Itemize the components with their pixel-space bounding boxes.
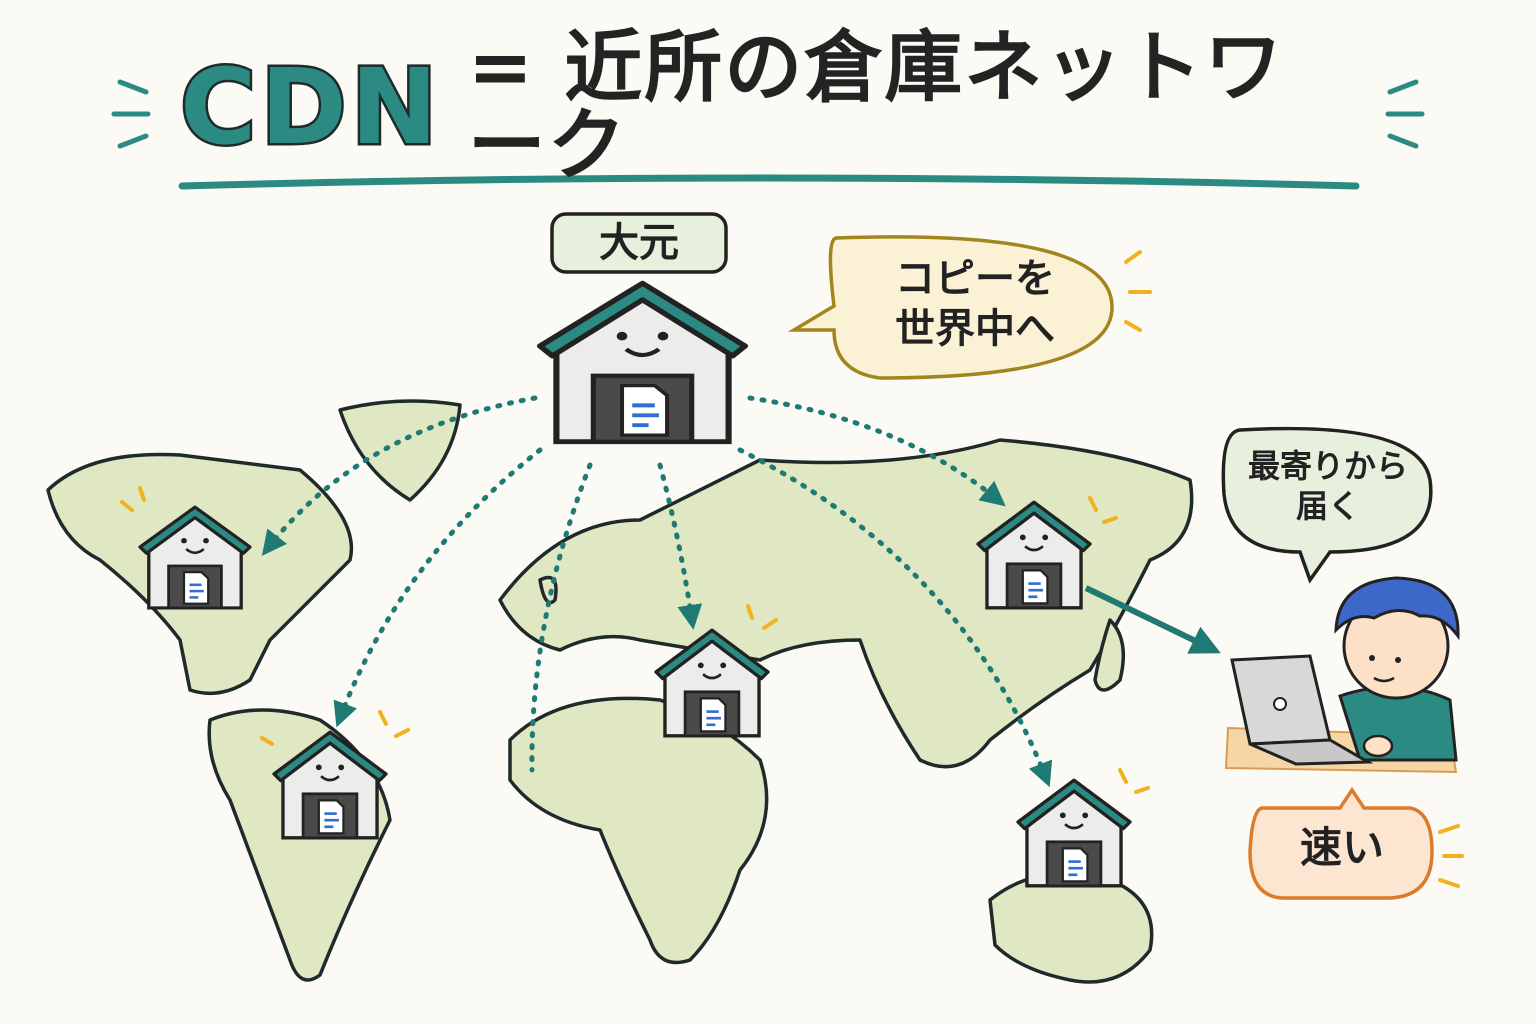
fast-bubble-text: 速い [1256,822,1428,875]
copy-bubble-text: コピーを 世界中へ [850,254,1100,354]
africa [510,698,767,962]
australia [990,873,1152,982]
nearest-bubble-text: 最寄りから 届く [1228,446,1428,526]
world-map [48,401,1192,982]
south-america [209,710,390,980]
title-rest: = 近所の倉庫ネットワーク [468,29,1360,185]
page-title: CDN = 近所の倉庫ネットワーク [180,52,1360,162]
warehouse-oceania [1018,780,1130,886]
origin-warehouse [540,283,745,441]
greenland [340,401,460,500]
origin-label: 大元 [552,216,726,270]
person-with-laptop-icon [1226,578,1458,772]
title-main: CDN [180,55,442,159]
